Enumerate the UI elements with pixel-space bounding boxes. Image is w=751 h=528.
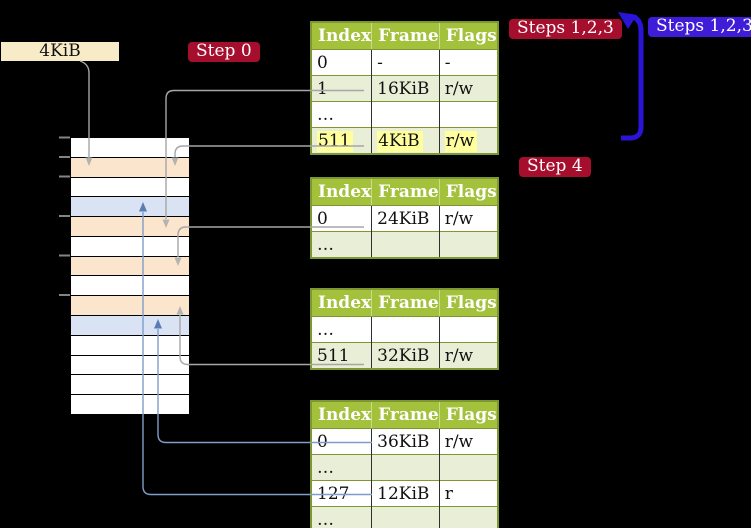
memory-frame-free xyxy=(71,395,189,414)
memory-frame-free xyxy=(71,335,189,356)
cell-frame xyxy=(371,454,440,481)
cell-index: 0 xyxy=(311,428,372,455)
cell-flags xyxy=(438,316,498,343)
col-header-frame: Frame xyxy=(371,289,440,317)
cell-flags: r/w xyxy=(438,75,498,102)
page-table-2: Index Frame Flags 0 24KiB r/w … xyxy=(310,177,499,259)
cell-frame: 24KiB xyxy=(371,205,440,232)
cell-index: … xyxy=(311,454,372,481)
cell-flags: r/w xyxy=(438,205,498,232)
cell-flags: r/w xyxy=(438,127,498,154)
col-header-index: Index xyxy=(311,22,372,50)
memory-offset-ticks xyxy=(59,136,70,296)
memory-frame-free xyxy=(71,177,189,198)
cell-index: 511 xyxy=(311,127,372,154)
table-header-row: Index Frame Flags xyxy=(311,178,498,206)
table-row: 0 36KiB r/w xyxy=(311,428,498,455)
cell-frame: 16KiB xyxy=(371,75,440,102)
col-header-frame: Frame xyxy=(371,22,440,50)
page-table-1: Index Frame Flags 0 - - 1 16KiB r/w … xyxy=(310,21,499,155)
steps-1-2-3-badge: Steps 1,2,3 xyxy=(509,19,622,39)
cell-frame: 12KiB xyxy=(371,480,440,507)
cell-flags: r xyxy=(438,480,498,507)
cell-frame xyxy=(371,506,440,528)
cell-index: 127 xyxy=(311,480,372,507)
col-header-index: Index xyxy=(311,401,372,429)
memory-frame-page-table xyxy=(71,217,189,237)
steps-1-2-3-4-badge: Steps 1,2,3,4 xyxy=(648,17,751,37)
table-row-highlighted: 511 4KiB r/w xyxy=(311,127,498,154)
step-4-badge: Step 4 xyxy=(519,157,591,177)
cell-frame: 36KiB xyxy=(371,428,440,455)
cell-index: 0 xyxy=(311,205,372,232)
cell-flags: r/w xyxy=(438,428,498,455)
table-header-row: Index Frame Flags xyxy=(311,289,498,317)
cell-frame xyxy=(371,101,440,128)
col-header-index: Index xyxy=(311,289,372,317)
cell-frame: 4KiB xyxy=(371,127,440,154)
col-header-flags: Flags xyxy=(438,401,498,429)
page-table-4: Index Frame Flags 0 36KiB r/w … 127 12Ki… xyxy=(310,400,499,528)
col-header-flags: Flags xyxy=(438,178,498,206)
col-header-index: Index xyxy=(311,178,372,206)
table-row: 1 16KiB r/w xyxy=(311,75,498,102)
memory-frame-page-table xyxy=(71,256,189,277)
table-header-row: Index Frame Flags xyxy=(311,22,498,50)
cell-frame: - xyxy=(371,49,440,76)
memory-frame-mapped-page xyxy=(71,316,189,336)
cell-index: … xyxy=(311,316,372,343)
cell-index: 1 xyxy=(311,75,372,102)
cell-flags xyxy=(438,231,498,258)
memory-frame-free xyxy=(71,236,189,257)
cell-flags: - xyxy=(438,49,498,76)
table-row: 0 - - xyxy=(311,49,498,76)
cell-flags xyxy=(438,101,498,128)
cell-index: … xyxy=(311,506,372,528)
table-header-row: Index Frame Flags xyxy=(311,401,498,429)
cell-frame xyxy=(371,316,440,343)
cell-index: … xyxy=(311,101,372,128)
frame-4kib-label: 4KiB xyxy=(1,42,119,61)
cell-flags xyxy=(438,506,498,528)
col-header-flags: Flags xyxy=(438,289,498,317)
memory-frame-free xyxy=(71,138,189,158)
col-header-frame: Frame xyxy=(371,401,440,429)
cell-frame xyxy=(371,231,440,258)
memory-frame-free xyxy=(71,355,189,376)
col-header-frame: Frame xyxy=(371,178,440,206)
cell-flags xyxy=(438,454,498,481)
cell-index: 0 xyxy=(311,49,372,76)
memory-frame-mapped-page xyxy=(71,197,189,218)
memory-frame-page-table xyxy=(71,296,189,317)
table-row: 0 24KiB r/w xyxy=(311,205,498,232)
table-row: … xyxy=(311,506,498,528)
highlight: r/w xyxy=(444,130,478,152)
memory-column xyxy=(70,137,190,415)
cell-index: … xyxy=(311,231,372,258)
table-row: 127 12KiB r xyxy=(311,480,498,507)
table-row: 511 32KiB r/w xyxy=(311,342,498,369)
col-header-flags: Flags xyxy=(438,22,498,50)
cell-frame: 32KiB xyxy=(371,342,440,369)
step-0-badge: Step 0 xyxy=(188,42,260,62)
table-row: … xyxy=(311,231,498,258)
highlight: 511 xyxy=(317,130,354,152)
table-row: … xyxy=(311,454,498,481)
cell-index: 511 xyxy=(311,342,372,369)
cell-flags: r/w xyxy=(438,342,498,369)
highlight: 4KiB xyxy=(377,130,423,152)
table-row: … xyxy=(311,101,498,128)
table-row: … xyxy=(311,316,498,343)
memory-frame-free xyxy=(71,375,189,396)
memory-frame-free xyxy=(71,276,189,297)
memory-frame-page-table xyxy=(71,157,189,178)
page-table-3: Index Frame Flags … 511 32KiB r/w xyxy=(310,288,499,370)
